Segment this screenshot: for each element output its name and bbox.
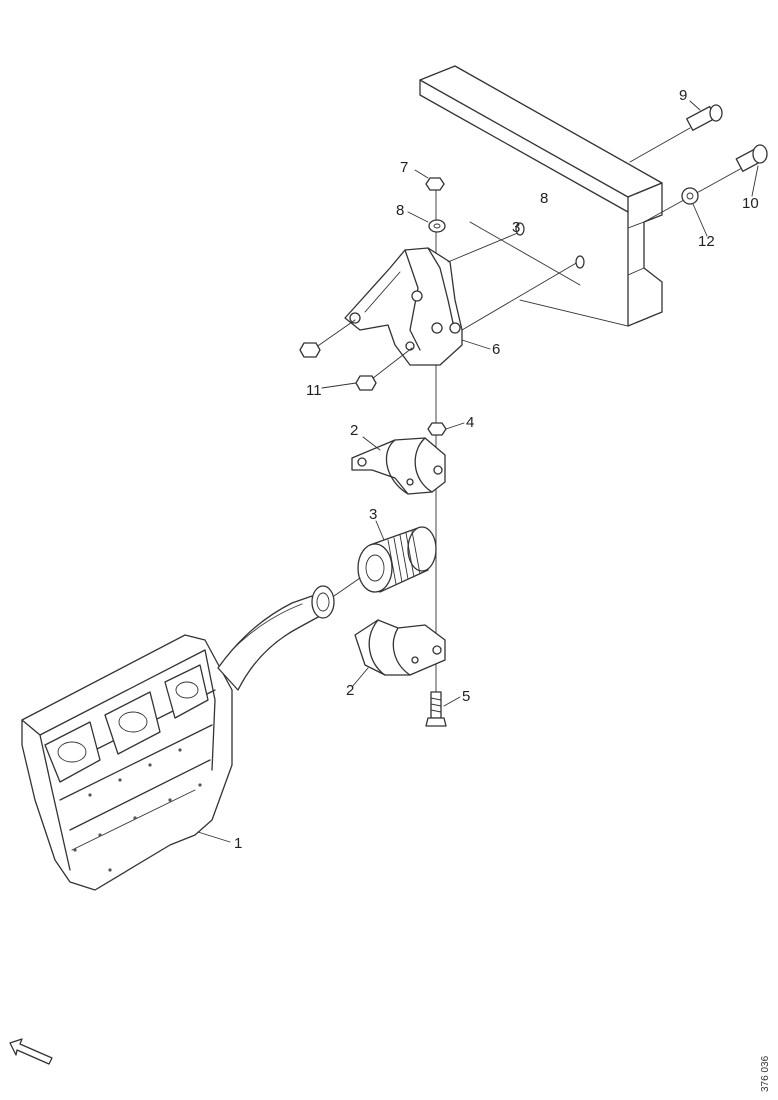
nut-7 — [425, 177, 445, 191]
washer-12 — [681, 187, 699, 205]
callout-10: 10 — [742, 195, 759, 212]
clamp-lower-2 — [354, 619, 446, 676]
drawing-reference-number: 376 036 — [760, 1055, 771, 1092]
leader-lines — [197, 100, 759, 843]
bolt-5 — [425, 691, 447, 727]
rubber-bushing-3 — [357, 526, 437, 593]
bolts-3 — [515, 222, 585, 269]
muffler-1 — [21, 634, 233, 891]
callout-5: 5 — [462, 688, 470, 705]
bracket-6 — [311, 231, 579, 383]
washer-8 — [428, 219, 446, 233]
direction-arrow-icon — [9, 1038, 53, 1065]
bolt-9 — [629, 104, 723, 163]
frame-rail — [419, 65, 663, 327]
callout-3-bolt: 3 — [512, 219, 520, 236]
callout-7: 7 — [400, 159, 408, 176]
callout-8-washer: 8 — [396, 202, 404, 219]
callout-2-upper: 2 — [350, 422, 358, 439]
callout-4: 4 — [466, 414, 474, 431]
callout-9: 9 — [679, 87, 687, 104]
callout-12: 12 — [698, 233, 715, 250]
nut-4 — [427, 422, 447, 436]
callout-2-lower: 2 — [346, 682, 354, 699]
outlet-pipe — [217, 577, 361, 691]
callout-11: 11 — [306, 382, 322, 399]
callout-1: 1 — [234, 835, 242, 852]
callout-8-frame: 8 — [540, 190, 548, 207]
callout-3-bushing: 3 — [369, 506, 377, 523]
clamp-upper-2 — [351, 437, 446, 495]
callout-6: 6 — [492, 341, 500, 358]
